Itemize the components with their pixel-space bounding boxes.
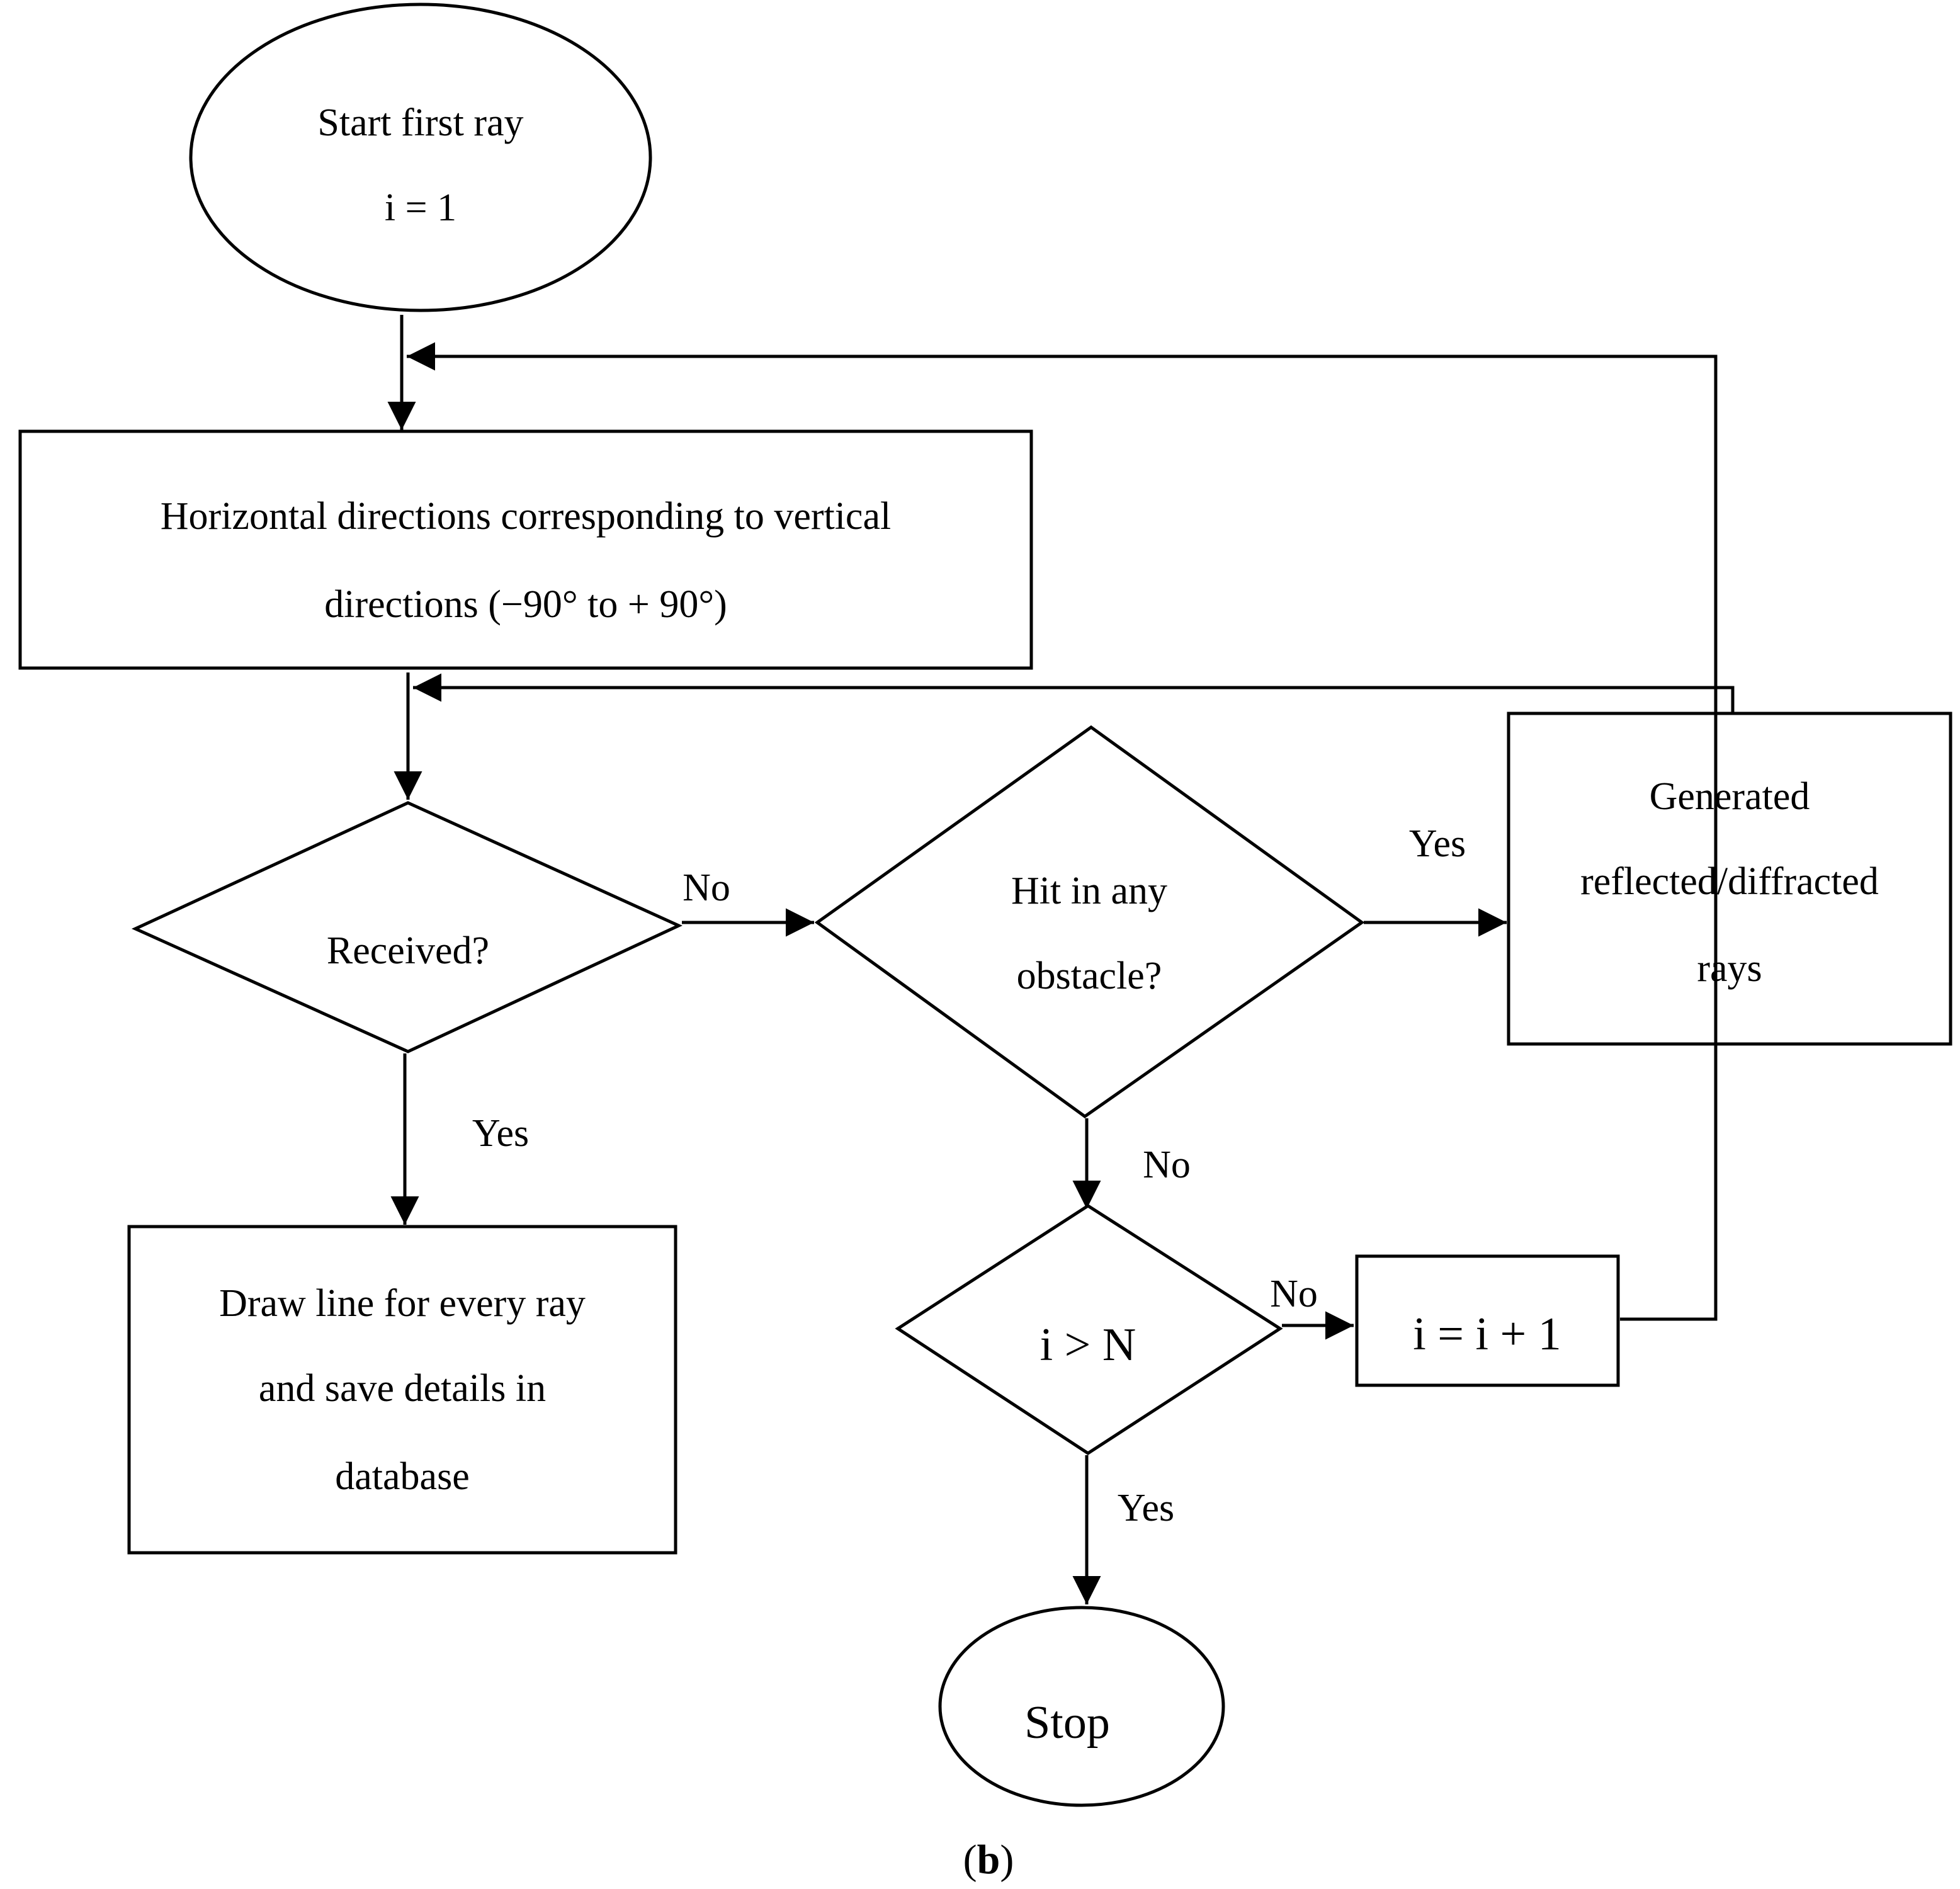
draw-line-label-line3: database [335,1455,469,1498]
draw-line-label-line2: and save details in [259,1367,546,1410]
start-terminal [189,3,652,312]
edge-label-hit-yes: Yes [1409,822,1466,865]
generated-rays-label-line3: rays [1697,947,1762,990]
generated-rays-label-line2: reflected/diffracted [1580,860,1879,903]
horizontal-directions-line2: directions (−90° to + 90°) [324,583,727,626]
generated-rays-box [1507,712,1952,1046]
i-greater-n-decision [895,1204,1283,1455]
arrow-increment-loop-to-horizontal [407,342,1718,1321]
edge-label-compare-no: No [1270,1273,1318,1315]
start-label-line2: i = 1 [385,186,456,229]
increment-box [1355,1254,1620,1387]
horizontal-directions-box [18,429,1033,670]
i-greater-n-label: i > N [1040,1319,1136,1371]
stop-terminal [938,1606,1225,1807]
draw-line-box [127,1225,677,1555]
figure-caption: (b) [963,1837,1014,1883]
generated-rays-label-line1: Generated [1650,775,1810,818]
arrow-generated-loop-to-received [413,673,1735,713]
received-label: Received? [327,929,489,972]
caption-letter: b [977,1837,1000,1883]
hit-obstacle-decision [814,725,1365,1119]
edge-label-received-no: No [683,866,730,909]
received-decision [131,801,683,1053]
start-label-line1: Start first ray [317,101,523,144]
horizontal-directions-line1: Horizontal directions corresponding to v… [161,495,891,538]
edge-label-received-yes: Yes [472,1112,529,1155]
hit-obstacle-label-line2: obstacle? [1017,955,1162,997]
caption-open-paren: ( [963,1837,977,1883]
edge-label-hit-no: No [1143,1143,1191,1186]
caption-close-paren: ) [1000,1837,1014,1883]
draw-line-label-line1: Draw line for every ray [219,1282,586,1325]
edge-label-compare-yes: Yes [1118,1487,1174,1529]
increment-label: i = i + 1 [1413,1308,1561,1360]
hit-obstacle-label-line1: Hit in any [1011,870,1167,912]
stop-label: Stop [1024,1697,1110,1749]
